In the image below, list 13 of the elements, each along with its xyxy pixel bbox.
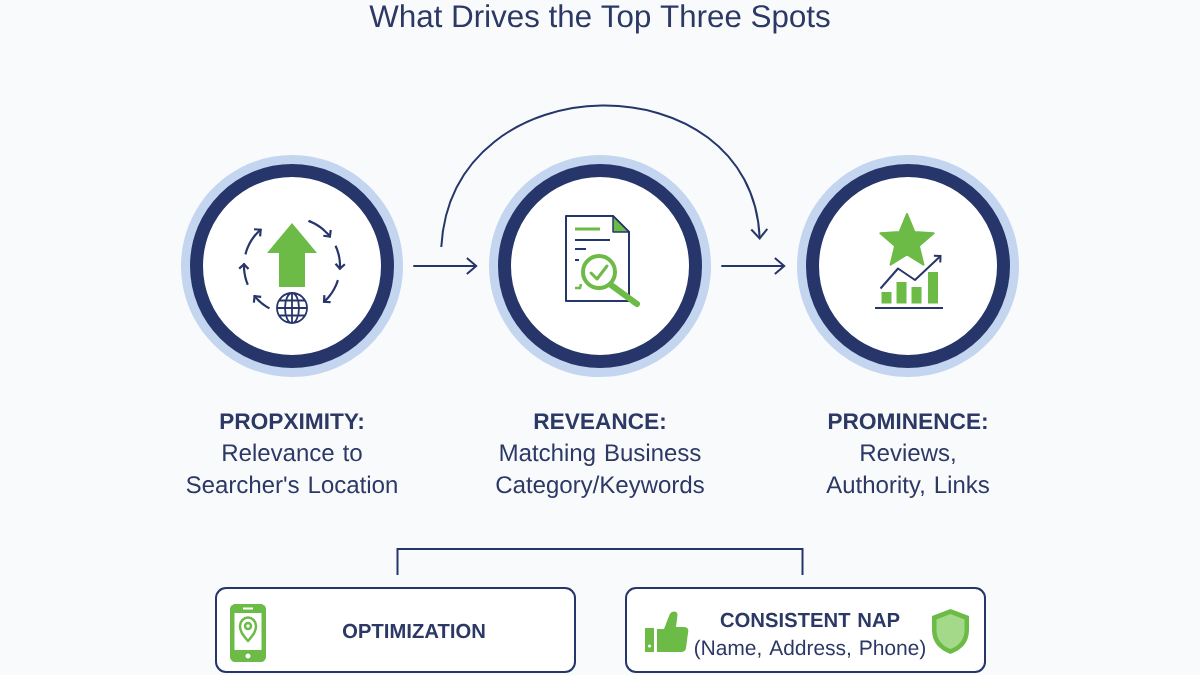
connector-line [396, 548, 804, 576]
heading: PROPXIMITY: [220, 413, 363, 430]
curved-arrow [440, 104, 769, 248]
heading: REVEANCE: [534, 413, 665, 430]
arrow [412, 257, 478, 275]
description: Matching Business Category/Keywords [496, 443, 704, 498]
title: What Drives the Top Three Spots [369, 4, 830, 34]
description: Reviews, Authority, Links [826, 443, 989, 498]
heading: PROMINENCE: [828, 413, 987, 430]
info-box: OPTIMIZATION [215, 587, 576, 673]
description: Relevance to Searcher's Location [186, 443, 397, 494]
info-box: CONSISTENT NAP (Name, Address, Phone) [625, 587, 986, 673]
arrow [720, 257, 786, 275]
